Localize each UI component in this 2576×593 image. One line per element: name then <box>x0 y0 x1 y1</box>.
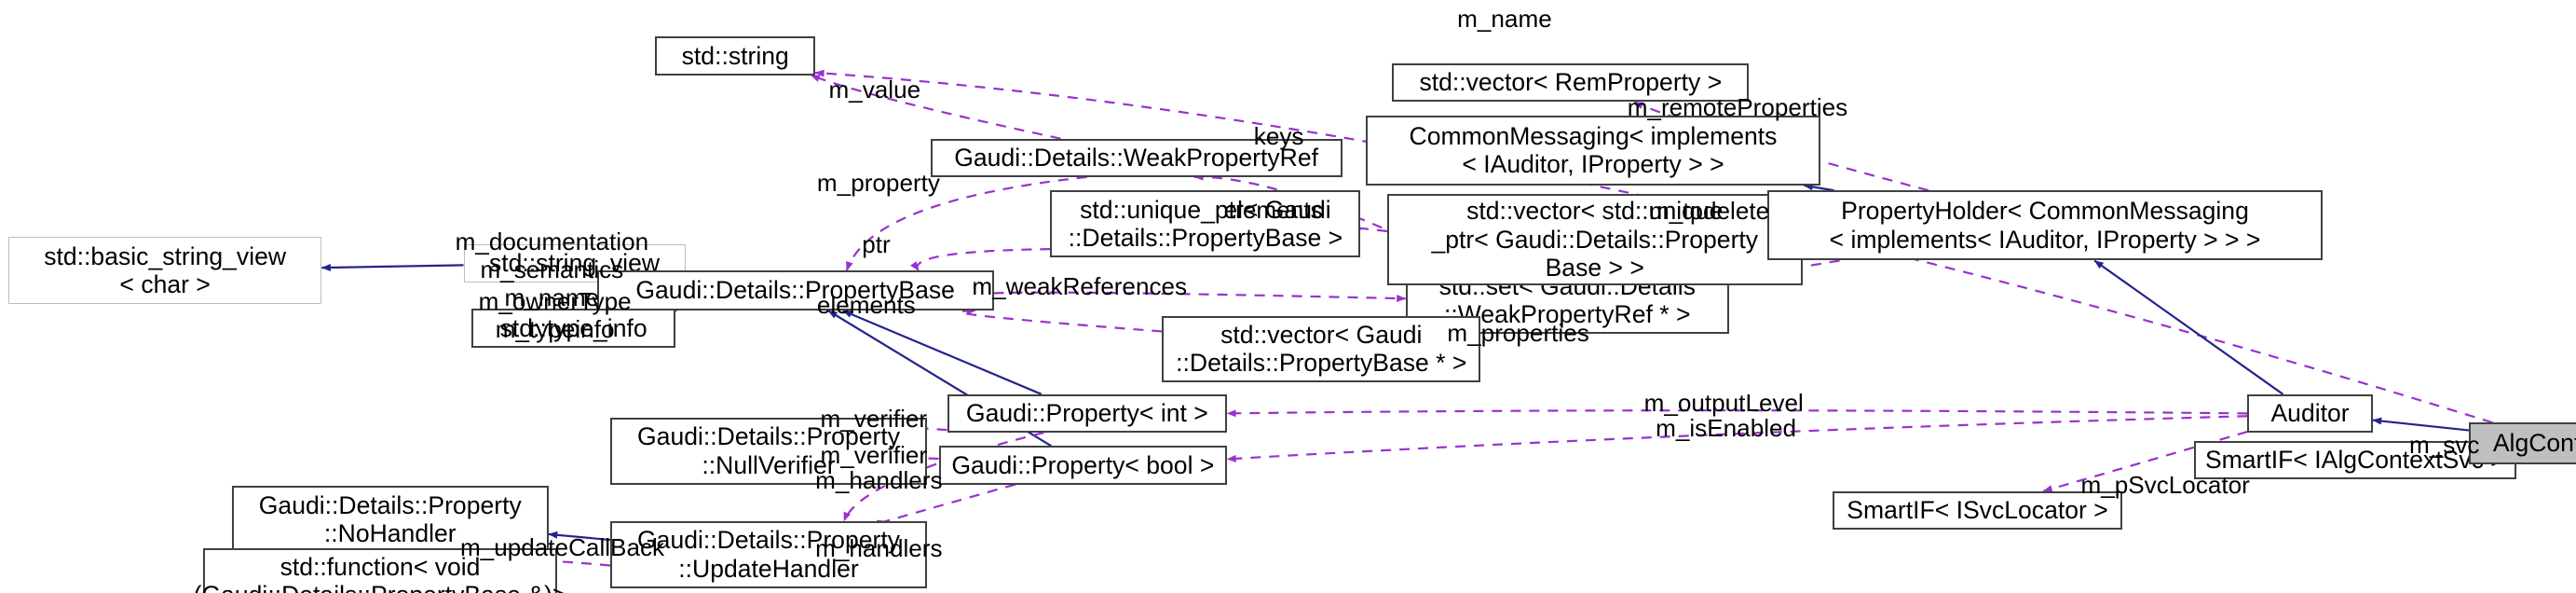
class-node-label: std::vector< std::unique _ptr< Gaudi::De… <box>1431 197 1759 283</box>
edge-label-e4: m_name <box>1457 5 1552 34</box>
edge-label-e9: elements <box>1223 195 1323 224</box>
class-node-property-base[interactable]: Gaudi::Details::PropertyBase <box>596 270 994 311</box>
edge-label-e6: m_property <box>816 168 940 197</box>
edge-label-e15: m_todelete <box>1648 197 1770 226</box>
edge-e19-usage <box>2042 430 2248 492</box>
edge-label-e19: m_pSvcLocator <box>2080 471 2250 500</box>
class-node-std-string[interactable]: std::string <box>655 36 816 76</box>
edge-label-e18: m_isEnabled <box>1656 414 1797 443</box>
class-node-vector-remprop[interactable]: std::vector< RemProperty > <box>1392 63 1750 103</box>
edge-label-e24: m_handlers <box>815 465 943 494</box>
class-node-label: std::unique_ptr< Gaudi ::Details::Proper… <box>1068 195 1343 253</box>
edge-e1-inheritance <box>320 263 464 271</box>
edge-label-e25: m_handlers <box>815 534 943 563</box>
edge-e28-inheritance <box>2372 417 2470 432</box>
class-node-label: Gaudi::Details::WeakPropertyRef <box>954 144 1318 172</box>
class-node-label: std::type_info <box>499 313 647 342</box>
edge-e8-usage <box>910 248 1051 271</box>
class-node-update-handler[interactable]: Gaudi::Details::Property ::UpdateHandler <box>610 520 928 588</box>
edge-label-e22: m_verifier <box>820 404 928 433</box>
class-node-auditor[interactable]: Auditor <box>2247 393 2373 433</box>
edge-e10-usage <box>993 291 1407 303</box>
class-node-weak-property-ref[interactable]: Gaudi::Details::WeakPropertyRef <box>930 138 1343 177</box>
class-node-smartif-algctx[interactable]: SmartIF< IAlgContextSvc > <box>2194 440 2516 480</box>
edge-e17-usage <box>1226 409 2248 418</box>
class-node-property-int[interactable]: Gaudi::Property< int > <box>947 393 1228 433</box>
class-node-label: CommonMessaging< implements < IAuditor, … <box>1409 121 1778 179</box>
class-node-label: Gaudi::Details::Property ::NullVerifier <box>637 422 900 479</box>
class-node-label: AlgContextAuditor <box>2492 429 2576 458</box>
class-node-smartif-svcloc[interactable]: SmartIF< ISvcLocator > <box>1832 490 2123 530</box>
edge-label-e12: m_properties <box>1447 319 1589 348</box>
class-node-type-info[interactable]: std::type_info <box>471 309 675 348</box>
edge-label-e5: m_value <box>828 75 921 103</box>
edge-e6-usage <box>845 175 1087 271</box>
class-node-std-function[interactable]: std::function< void (Gaudi::Details::Pro… <box>194 547 566 593</box>
class-node-property-bool[interactable]: Gaudi::Property< bool > <box>938 446 1228 485</box>
edge-e14-inheritance <box>1803 183 1834 192</box>
class-node-vector-pb-ptr[interactable]: std::vector< Gaudi ::Details::PropertyBa… <box>1162 315 1481 383</box>
class-node-label: Auditor <box>2270 399 2350 428</box>
edge-label-e29: m_svc <box>2409 431 2480 460</box>
class-node-label: std::function< void (Gaudi::Details::Pro… <box>194 552 567 593</box>
class-node-label: Gaudi::Details::PropertyBase <box>635 276 955 305</box>
edge-label-e8: ptr <box>862 230 891 259</box>
edge-label-e3: m_ownerType m_typeinfo <box>478 287 632 344</box>
edge-label-e2: m_documentation m_semantics m_name <box>455 227 649 311</box>
edge-label-e11: elements <box>816 290 916 319</box>
edge-e20-inheritance <box>842 310 1043 395</box>
edge-e26-inheritance <box>548 531 611 542</box>
class-node-no-handler[interactable]: Gaudi::Details::Property ::NoHandler <box>231 486 549 553</box>
edge-e16-inheritance <box>2093 259 2284 395</box>
edge-label-e10: m_weakReferences <box>972 272 1188 301</box>
class-node-label: std::string <box>681 41 789 70</box>
class-node-vector-unique-pb[interactable]: std::vector< std::unique _ptr< Gaudi::De… <box>1386 193 1803 286</box>
edge-e18-usage <box>1226 415 2248 462</box>
class-node-label: std::basic_string_view < char > <box>44 241 287 299</box>
class-node-label: std::vector< Gaudi ::Details::PropertyBa… <box>1176 320 1467 378</box>
edge-e13-usage <box>1633 101 1929 192</box>
edge-label-e17: m_outputLevel <box>1643 389 1804 418</box>
class-node-basic-string-view[interactable]: std::basic_string_view < char > <box>7 237 322 305</box>
class-node-label: Gaudi::Property< int > <box>965 399 1208 428</box>
class-node-label: PropertyHolder< CommonMessaging < implem… <box>1829 197 2261 254</box>
class-node-label: Gaudi::Details::Property ::UpdateHandler <box>637 526 900 583</box>
edge-e24-usage <box>842 431 1044 522</box>
class-node-label: Gaudi::Details::Property ::NoHandler <box>258 490 522 548</box>
class-node-null-verifier[interactable]: Gaudi::Details::Property ::NullVerifier <box>610 417 928 485</box>
class-node-label: SmartIF< ISvcLocator > <box>1847 496 2108 525</box>
edge-e11-usage <box>959 307 1163 333</box>
edge-label-e23: m_verifier <box>820 440 928 469</box>
class-node-label: std::vector< RemProperty > <box>1419 68 1723 97</box>
class-node-label: SmartIF< IAlgContextSvc > <box>2204 446 2505 475</box>
class-node-unique-ptr-pb[interactable]: std::unique_ptr< Gaudi ::Details::Proper… <box>1050 190 1361 257</box>
class-node-common-messaging[interactable]: CommonMessaging< implements < IAuditor, … <box>1365 115 1821 186</box>
class-node-alg-context-auditor[interactable]: AlgContextAuditor <box>2469 422 2576 465</box>
edge-label-e27: m_updateCallBack <box>459 532 665 561</box>
edge-label-e7: keys <box>1253 121 1304 150</box>
class-node-property-holder[interactable]: PropertyHolder< CommonMessaging < implem… <box>1767 190 2323 261</box>
edge-label-e13: m_remoteProperties <box>1627 93 1848 122</box>
class-node-label: Gaudi::Property< bool > <box>951 450 1215 479</box>
